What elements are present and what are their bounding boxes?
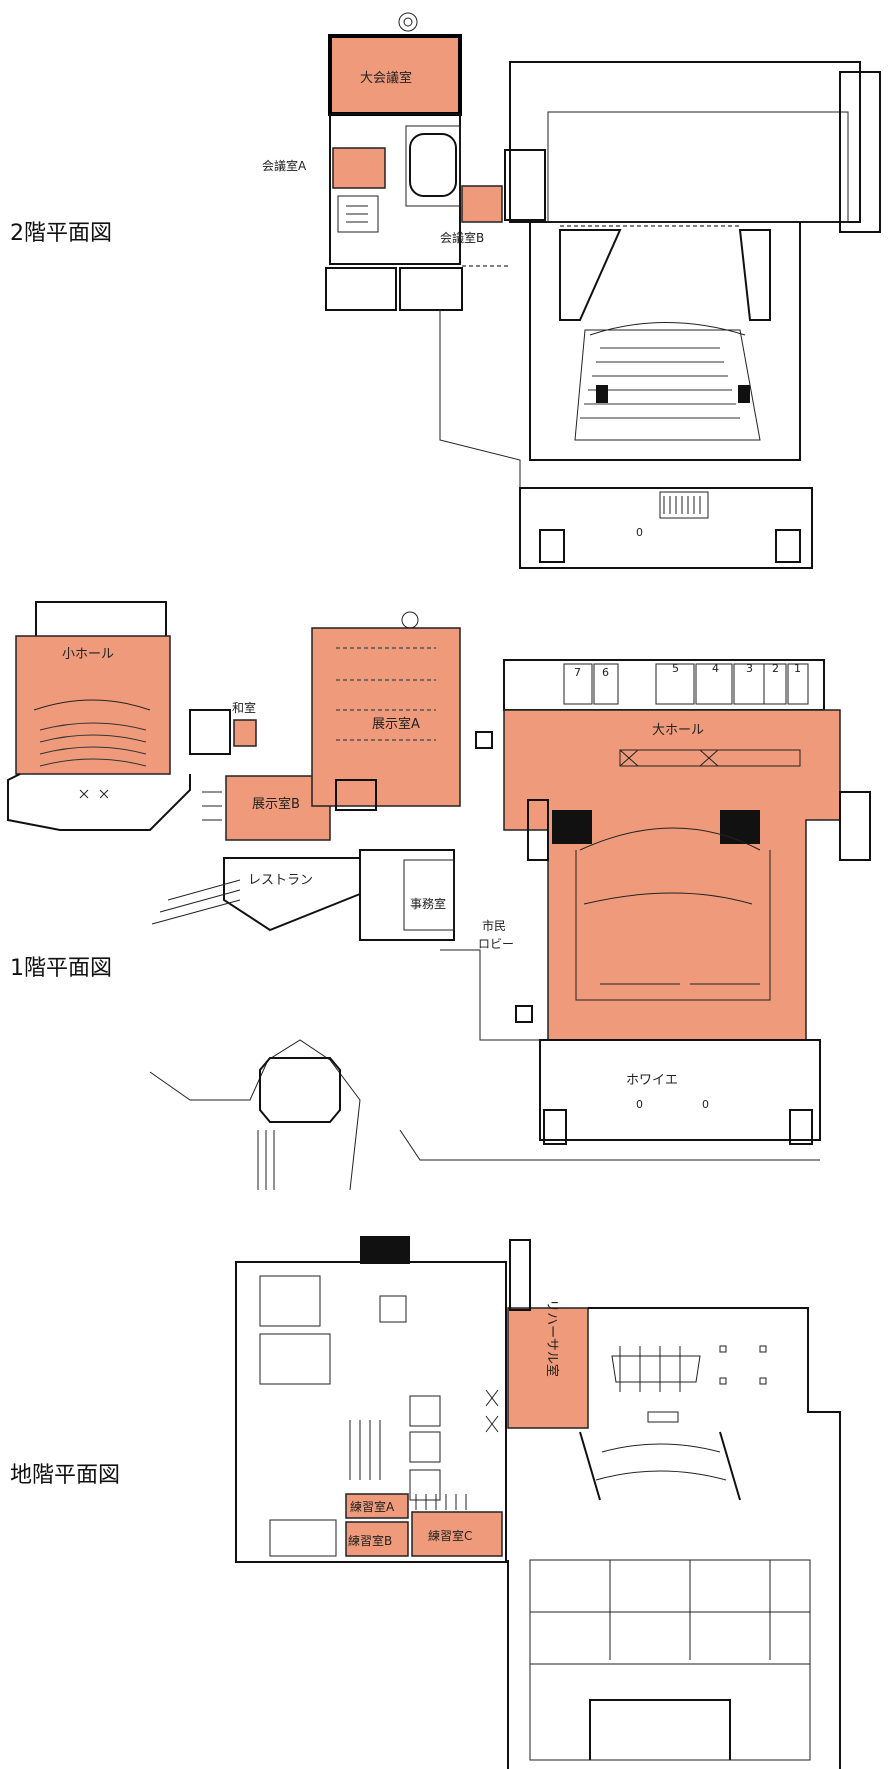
hall-upper-block (509, 61, 861, 223)
office-label: 事務室 (410, 896, 446, 911)
foyer-label: ホワイエ (626, 1073, 678, 1088)
octagon-tower (259, 1057, 341, 1123)
japanese-room (233, 719, 257, 747)
citizens-lobby-label-2: ロビー (478, 937, 514, 951)
meeting-room-b-label: 会議室B (440, 230, 484, 245)
exhibition-room-a-label: 展示室A (372, 716, 420, 732)
svg-text:2: 2 (772, 662, 779, 675)
second-floor-plan: 2階平面図 大会議室 会議室A 会議室B (10, 12, 881, 569)
practice-room-c (411, 1511, 503, 1557)
practice-room-b-label: 練習室B (348, 1533, 392, 1548)
practice-room-a (345, 1493, 409, 1519)
basement-floor-plan: 地階平面図 練習室A 練習室B 練習室C リハーサル室 (10, 1236, 841, 1769)
svg-text:4: 4 (712, 662, 719, 675)
svg-text:リハーサル室: リハーサル室 (544, 1299, 560, 1377)
svg-text:5: 5 (672, 662, 679, 675)
oval-room (409, 133, 457, 197)
basement-floor-title: 地階平面図 (10, 1463, 120, 1488)
small-hall (15, 635, 171, 775)
japanese-room-label: 和室 (232, 700, 256, 715)
practice-room-b (345, 1521, 409, 1557)
practice-room-a-label: 練習室A (350, 1499, 395, 1514)
second-floor-title: 2階平面図 (10, 221, 112, 246)
first-floor-plan: 1階平面図 小ホール 和室 展示室B 展示室A レストラン 事務室 市民 ロビー (7, 601, 871, 1191)
dressing-rooms (563, 663, 809, 705)
svg-text:0: 0 (636, 526, 643, 539)
restaurant-label: レストラン (248, 873, 313, 888)
rehearsal-room (507, 1307, 589, 1429)
compass-icon (401, 611, 419, 629)
small-hall-label: 小ホール (62, 647, 114, 662)
svg-text:1: 1 (794, 662, 801, 675)
practice-room-c-label: 練習室C (428, 1528, 472, 1543)
exhibition-room-b-label: 展示室B (252, 796, 300, 812)
citizens-lobby-label-1: 市民 (482, 918, 506, 933)
foyer (539, 1039, 821, 1141)
svg-text:0: 0 (636, 1098, 643, 1111)
spiral-stair-icon (398, 12, 418, 32)
svg-text:7: 7 (574, 666, 581, 679)
large-meeting-room (329, 35, 461, 115)
auditorium-2f (529, 222, 801, 461)
large-hall-label: 大ホール (652, 723, 704, 738)
meeting-room-b (461, 185, 503, 223)
meeting-room-a (332, 147, 386, 189)
restaurant (223, 857, 361, 932)
svg-text:0: 0 (702, 1098, 709, 1111)
rehearsal-room-label: リハーサル室 (544, 1299, 560, 1377)
svg-text:3: 3 (746, 662, 753, 675)
first-floor-title: 1階平面図 (10, 956, 112, 981)
foyer-2f (519, 487, 813, 569)
large-hall (503, 709, 841, 1041)
meeting-room-a-label: 会議室A (262, 158, 307, 173)
svg-text:6: 6 (602, 666, 609, 679)
office (403, 859, 455, 931)
basement-main-block (507, 1307, 841, 1769)
large-meeting-room-label: 大会議室 (360, 70, 412, 86)
